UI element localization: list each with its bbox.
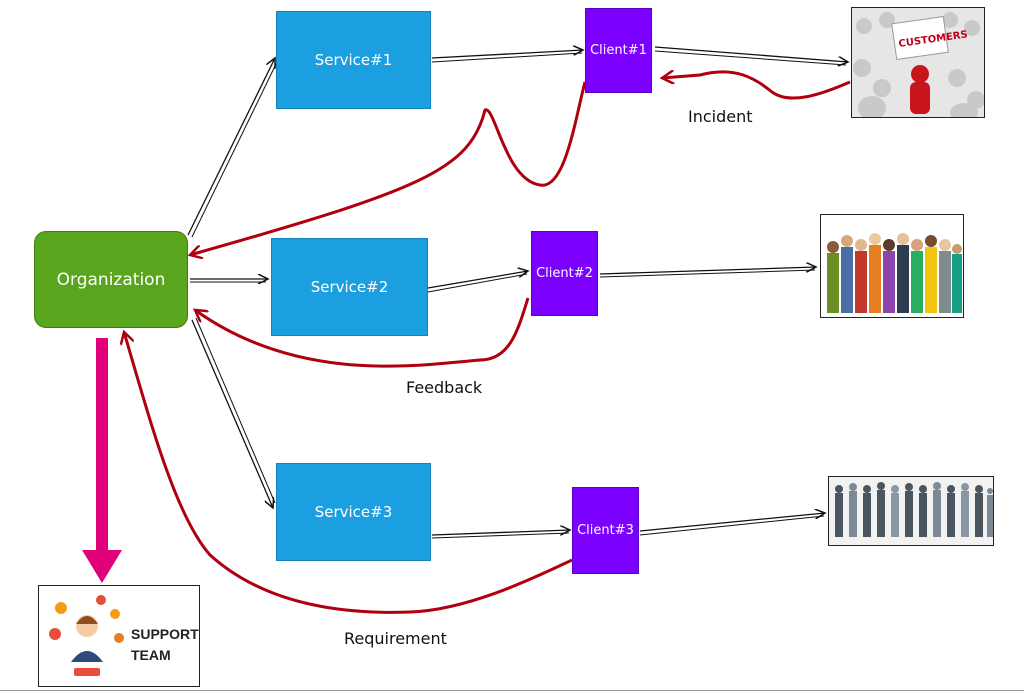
- service1-node: Service#1: [276, 11, 431, 109]
- customers-crowd-illustration: CUSTOMERS: [853, 12, 984, 117]
- service2-to-client2-arrow: [427, 271, 528, 293]
- feedback-arrow: [195, 297, 530, 368]
- support-team-line2: TEAM: [131, 647, 171, 663]
- client1-node: Client#1: [585, 8, 652, 93]
- support-team-card: SUPPORT TEAM: [38, 585, 200, 687]
- service3-node: Service#3: [276, 463, 431, 561]
- service3-to-client3-arrow: [431, 530, 570, 539]
- client3-label: Client#3: [577, 523, 634, 538]
- crowd-silhouette-illustration: [835, 482, 993, 537]
- service3-label: Service#3: [314, 503, 393, 521]
- requirement-arrow: [124, 332, 573, 614]
- customers-image: CUSTOMERS: [851, 7, 985, 118]
- client3-node: Client#3: [572, 487, 639, 574]
- support-team-line1: SUPPORT: [131, 626, 199, 642]
- client1-label: Client#1: [590, 43, 647, 58]
- incident-arrow: [662, 72, 851, 100]
- incident-label: Incident: [688, 107, 753, 126]
- client1-to-organization-return-arrow: [190, 81, 587, 255]
- service2-label: Service#2: [310, 278, 389, 296]
- client2-label: Client#2: [536, 266, 593, 281]
- crowd-silhouette-image: [828, 476, 994, 546]
- client3-to-crowd-arrow: [639, 513, 825, 536]
- org-to-service3-arrow: [191, 317, 276, 508]
- client1-to-customers-arrow: [654, 46, 848, 65]
- organization-node: Organization: [34, 231, 188, 328]
- feedback-label: Feedback: [406, 378, 483, 397]
- bottom-border: [0, 690, 1024, 691]
- organization-label: Organization: [56, 269, 166, 290]
- support-agent-icon: [49, 595, 124, 676]
- people-group-illustration: [827, 233, 962, 313]
- service1-to-client1-arrow: [431, 50, 583, 63]
- client2-node: Client#2: [531, 231, 598, 316]
- people-group-image: [820, 214, 964, 318]
- org-to-service1-arrow: [187, 58, 278, 238]
- client2-to-people-arrow: [599, 267, 816, 278]
- requirement-label: Requirement: [344, 629, 447, 648]
- org-to-service2-arrow: [190, 279, 268, 282]
- service1-label: Service#1: [314, 51, 393, 69]
- service2-node: Service#2: [271, 238, 428, 336]
- organization-to-support-arrow: [82, 338, 122, 583]
